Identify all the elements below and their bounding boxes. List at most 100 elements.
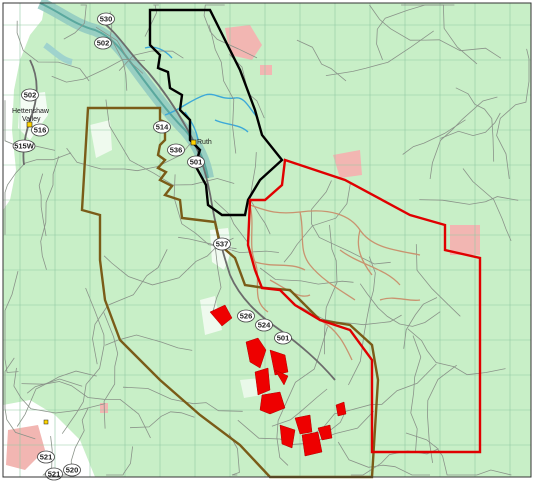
- route-shield-badge: [255, 318, 273, 332]
- pink-parcels: [6, 25, 480, 470]
- minor-road-segment: [271, 388, 328, 427]
- route-shield-521: 521: [45, 467, 63, 481]
- minor-road-segment: [103, 237, 234, 286]
- minor-road-segment: [405, 432, 512, 476]
- route-shield-530: 530: [97, 12, 115, 26]
- route-shield-badge: [97, 12, 115, 26]
- pink-marker: [43, 419, 49, 425]
- minor-road-segment: [51, 58, 146, 83]
- route-shield-515W: 515W: [12, 139, 36, 153]
- minor-road-segment: [323, 224, 338, 355]
- minor-road-segment: [208, 24, 237, 154]
- route-shield-label: 526: [240, 312, 253, 321]
- route-shield-badge: [153, 120, 171, 134]
- project-roads: [249, 204, 421, 361]
- minor-road-segment: [419, 196, 519, 205]
- route-shield-label: 501: [277, 334, 290, 343]
- minor-road-segment: [129, 411, 195, 429]
- route-shield-label: 530: [100, 15, 113, 24]
- black-boundary: [148, 8, 284, 217]
- route-shield-label: 514: [156, 123, 169, 132]
- minor-road-segment: [105, 334, 193, 351]
- route-shield-label: 537: [216, 240, 229, 249]
- route-shield-514: 514: [153, 120, 171, 134]
- route-shield-badge: [37, 450, 55, 464]
- route-shield-536: 536: [167, 143, 185, 157]
- route-shield-badge: [187, 155, 205, 169]
- minor-road-segment: [455, 87, 495, 162]
- minor-road-segment: [26, 378, 83, 394]
- minor-road-segment: [105, 99, 235, 186]
- minor-road-segment: [462, 168, 512, 242]
- route-shield-label: 501: [190, 158, 203, 167]
- minor-road-segment: [4, 357, 36, 440]
- route-shield-502: 502: [21, 88, 39, 102]
- route-shield-501: 501: [274, 331, 292, 345]
- minor-road-segment: [259, 267, 354, 285]
- route-shields: 530 502 502 516 515W 514 536 501 537 526 524 501 521…: [12, 12, 292, 481]
- minor-road-segment: [4, 271, 19, 373]
- minor-road-segment: [16, 20, 90, 82]
- minor-road-segment: [403, 297, 438, 349]
- hettenshaw-marker: [26, 121, 33, 128]
- minor-road-segment: [228, 433, 240, 476]
- minor-road-segment: [310, 180, 391, 265]
- minor-road-segment: [66, 143, 191, 172]
- minor-road-segment: [103, 312, 119, 429]
- minor-road-segment: [296, 39, 347, 82]
- minor-road-segment: [4, 152, 72, 235]
- ruth-lake: [144, 46, 259, 141]
- route-shield-badge: [237, 309, 255, 323]
- minor-road-segment: [203, 4, 258, 59]
- route-shield-520: 520: [63, 463, 81, 477]
- route-shield-label: 521: [40, 453, 53, 462]
- minor-road-segment: [415, 244, 461, 317]
- route-shield-label: 524: [258, 321, 271, 330]
- route-shield-label: 515W: [14, 142, 35, 151]
- minor-road-segment: [325, 30, 434, 76]
- minor-road-segment: [401, 4, 478, 65]
- route-shield-524: 524: [255, 318, 273, 332]
- route-shield-label: 502: [24, 91, 37, 100]
- minor-road-segment: [38, 173, 47, 237]
- minor-road-segment: [427, 364, 457, 463]
- olive-boundary: [80, 106, 380, 479]
- minor-road-segment: [496, 48, 530, 179]
- minor-road-segment: [350, 448, 439, 476]
- route-shield-badge: [12, 139, 36, 153]
- route-shield-label: 516: [34, 126, 47, 135]
- route-shield-badge: [274, 331, 292, 345]
- route-shield-badge: [63, 463, 81, 477]
- place-label-ruth: Ruth: [197, 139, 212, 146]
- minor-road-segment: [410, 335, 422, 453]
- minor-road-segment: [92, 249, 168, 365]
- minor-road-segment: [429, 96, 498, 180]
- route-shield-537: 537: [213, 237, 231, 251]
- minor-road-segment: [440, 112, 501, 139]
- minor-road-segment: [63, 4, 87, 40]
- route-shield-badge: [167, 143, 185, 157]
- minor-road-segment: [369, 4, 502, 59]
- red-boundary: [246, 158, 482, 454]
- minor-road-segment: [300, 306, 402, 326]
- minor-road-segment: [118, 50, 184, 71]
- minor-road-segment: [122, 386, 243, 412]
- route-shield-501: 501: [187, 155, 205, 169]
- place-label-valley: Valley: [22, 116, 41, 123]
- minor-road-segment: [301, 363, 437, 441]
- route-shield-label: 536: [170, 146, 183, 155]
- route-shield-label: 520: [66, 466, 79, 475]
- place-label-hettenshaw: Hettenshaw: [12, 108, 50, 115]
- minor-road-segment: [402, 119, 466, 155]
- burn-units: [209, 304, 347, 457]
- route-shield-label: 521: [48, 470, 61, 479]
- minor-road-segment: [70, 407, 89, 476]
- minor-road-segment: [237, 410, 374, 446]
- minor-road-segment: [40, 156, 60, 270]
- place-markers: [26, 121, 197, 425]
- minor-road-segment: [337, 441, 430, 476]
- route-shield-502: 502: [94, 36, 112, 50]
